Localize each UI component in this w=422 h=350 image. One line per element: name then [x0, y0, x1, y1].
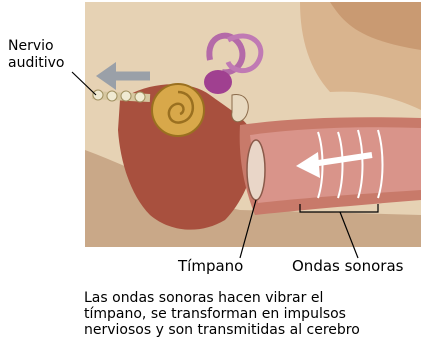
eardrum — [247, 140, 265, 200]
caption-line-3: nerviosos y son transmitidas al cerebro — [84, 322, 418, 338]
nervio-auditivo-label: Nervio auditivo — [8, 38, 64, 72]
nervio-label-line-2: auditivo — [8, 55, 64, 72]
cochlea — [152, 84, 204, 136]
ondas-sonoras-label: Ondas sonoras — [292, 258, 403, 275]
timpano-label: Tímpano — [178, 258, 243, 275]
caption-line-1: Las ondas sonoras hacen vibrar el — [84, 290, 418, 306]
diagram-caption: Las ondas sonoras hacen vibrar el tímpan… — [84, 290, 418, 338]
caption-line-2: tímpano, se transforman en impulsos — [84, 306, 418, 322]
nervio-label-line-1: Nervio — [8, 38, 64, 55]
